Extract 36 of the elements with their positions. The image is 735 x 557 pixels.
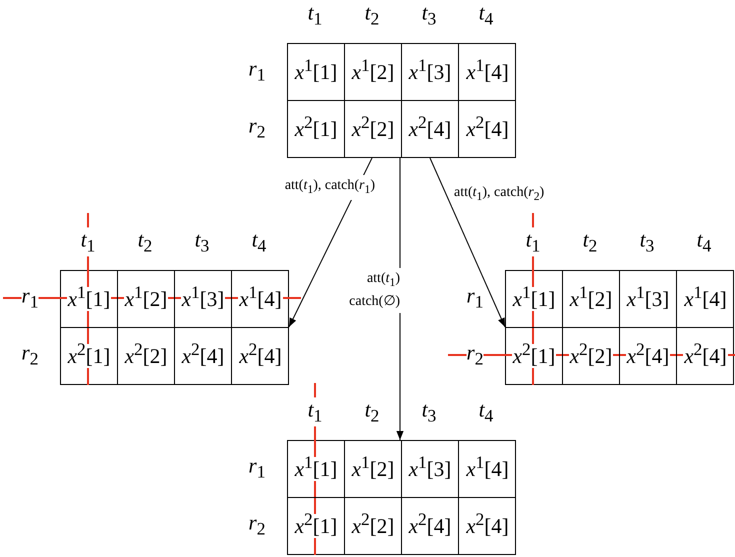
arrow — [430, 158, 506, 328]
table-cell: x$^{1}$[1] — [288, 44, 345, 101]
table-cell: x$^{1}$[2] — [345, 441, 402, 498]
column-header: t$_{1}$ — [526, 227, 540, 257]
table-cell: x$^{1}$[4] — [459, 44, 516, 101]
table-cell: x$^{2}$[4] — [402, 498, 459, 555]
matrix-table — [60, 270, 289, 385]
table-cell: x$^{1}$[2] — [118, 271, 175, 328]
table-cell: x$^{2}$[4] — [402, 101, 459, 158]
table-cell: x$^{2}$[4] — [620, 328, 677, 385]
matrix-table — [287, 440, 516, 555]
table-cell: x$^{2}$[4] — [175, 328, 232, 385]
table-cell: x$^{1}$[2] — [345, 44, 402, 101]
table-cell: x$^{2}$[1] — [288, 498, 345, 555]
table-cell: x$^{1}$[1] — [61, 271, 118, 328]
table-cell: x$^{2}$[2] — [345, 101, 402, 158]
table-cell: x$^{2}$[2] — [118, 328, 175, 385]
table-cell: x$^{2}$[1] — [61, 328, 118, 385]
column-header: t$_{1}$ — [80, 227, 96, 257]
matrix-table — [287, 43, 516, 158]
table-cell: x$^{2}$[1] — [288, 101, 345, 158]
table-cell: x$^{1}$[4] — [677, 271, 734, 328]
table-cell: x$^{1}$[2] — [563, 271, 620, 328]
matrix-table — [505, 270, 734, 385]
table-cell: x$^{2}$[1] — [506, 328, 563, 385]
table-cell: x$^{1}$[4] — [232, 271, 289, 328]
table-cell: x$^{1}$[3] — [402, 441, 459, 498]
table-cell: x$^{2}$[2] — [345, 498, 402, 555]
table-cell: x$^{1}$[3] — [175, 271, 232, 328]
table-cell: x$^{1}$[4] — [459, 441, 516, 498]
table-cell: x$^{1}$[3] — [620, 271, 677, 328]
table-cell: x$^{1}$[3] — [402, 44, 459, 101]
table-cell: x$^{1}$[1] — [506, 271, 563, 328]
column-header: t$_{1}$ — [308, 397, 322, 427]
table-cell: x$^{1}$[1] — [288, 441, 345, 498]
table-cell: x$^{2}$[2] — [563, 328, 620, 385]
